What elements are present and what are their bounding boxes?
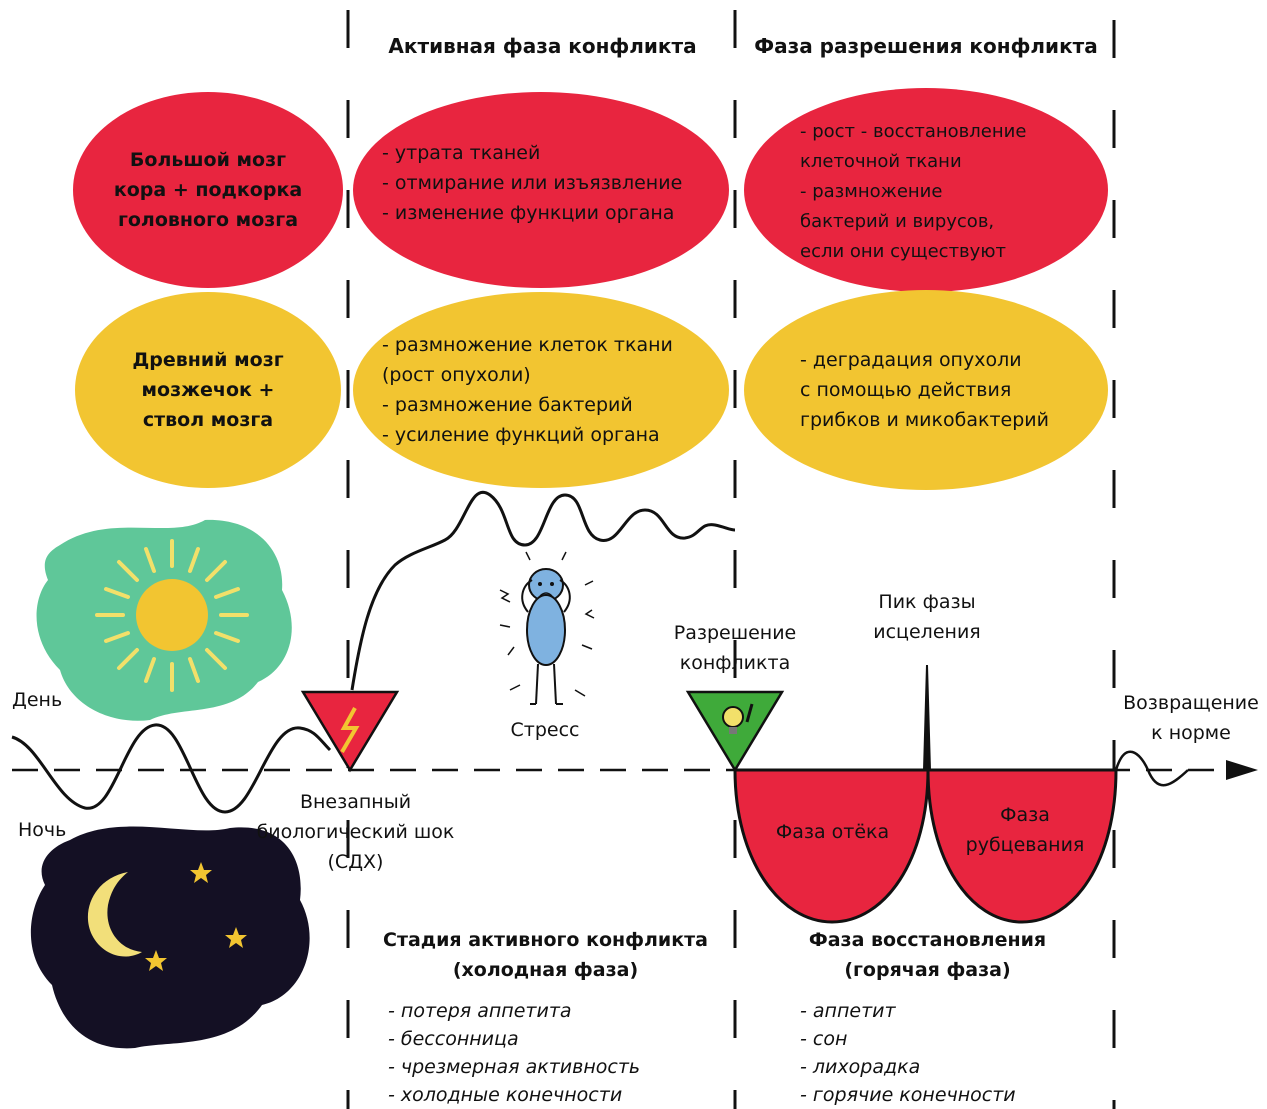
active-stage-item: - чрезмерная активность (388, 1056, 641, 1078)
sun-icon (95, 539, 249, 692)
edema-phase-bowl (733, 768, 930, 924)
phase-dividers (346, 10, 1116, 1109)
yellow-row-active-text: - размножение клеток ткани (рост опухоли… (382, 334, 673, 446)
stress-label: Стресс (510, 719, 580, 741)
active-stage-item: - потеря аппетита (388, 1000, 572, 1022)
yellow-label-ellipse (75, 292, 341, 488)
healing-peak-spike (922, 664, 932, 771)
peak-label: Пик фазы исцеления (873, 591, 981, 643)
lightbulb-icon (722, 703, 754, 734)
red-row-label: Большой мозг кора + подкорка головного м… (113, 149, 303, 231)
return-normal-wave (1114, 750, 1189, 787)
yellow-row-label: Древний мозг мозжечок + ствол мозга (132, 349, 284, 431)
recovery-stage-item: - лихорадка (800, 1056, 921, 1078)
day-label: День (12, 689, 63, 711)
red-label-ellipse (73, 92, 343, 288)
recovery-stage-title: Фаза восстановления (горячая фаза) (808, 929, 1047, 981)
red-row-resolution-text: - рост - восстановление клеточной ткани … (800, 121, 1027, 262)
night-label: Ночь (18, 819, 67, 841)
recovery-stage-list: - аппетит - сон - лихорадка - горячие ко… (800, 997, 1100, 1109)
yellow-active-ellipse (353, 292, 729, 488)
arrow-head (1226, 760, 1258, 780)
edema-phase-label: Фаза отёка (775, 821, 890, 843)
return-normal-label: Возвращение к норме (1123, 692, 1259, 744)
active-stage-list: - потеря аппетита - бессонница - чрезмер… (388, 997, 728, 1109)
active-stage-title: Стадия активного конфликта (холодная фаз… (383, 929, 708, 981)
red-resolution-ellipse (744, 88, 1108, 292)
recovery-stage-item: - горячие конечности (800, 1084, 1016, 1106)
night-cloud (30, 826, 310, 1049)
stress-curve (350, 490, 736, 691)
yellow-resolution-ellipse (744, 290, 1108, 490)
resolution-label: Разрешение конфликта (673, 622, 797, 674)
lightning-icon (340, 707, 360, 754)
active-stage-item: - холодные конечности (388, 1084, 623, 1106)
scarring-phase-label: Фаза рубцевания (965, 804, 1085, 856)
day-night-wave (11, 723, 332, 814)
star-icon (145, 862, 247, 971)
red-row-active-text: - утрата тканей - отмирание или изъязвле… (382, 142, 683, 224)
recovery-stage-item: - сон (800, 1028, 848, 1050)
header-resolution-phase: Фаза разрешения конфликта (754, 34, 1098, 58)
yellow-row-resolution-text: - деградация опухоли с помощью действия … (800, 349, 1049, 431)
header-active-phase: Активная фаза конфликта (388, 34, 697, 58)
red-active-ellipse (353, 92, 729, 288)
recovery-stage-item: - аппетит (800, 1000, 896, 1022)
active-stage-item: - бессонница (388, 1028, 519, 1050)
shock-triangle (300, 690, 400, 773)
moon-icon (87, 872, 142, 957)
shock-label: Внезапный биологический шок (СДХ) (256, 791, 455, 873)
scarring-phase-bowl (926, 768, 1118, 924)
stressed-person-icon (499, 551, 595, 705)
